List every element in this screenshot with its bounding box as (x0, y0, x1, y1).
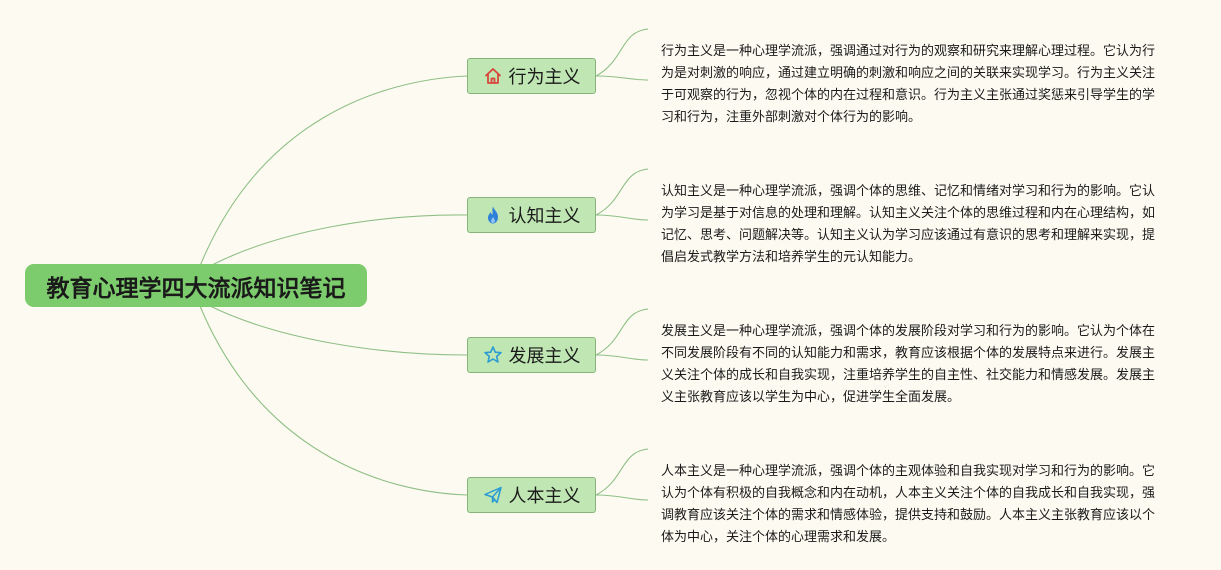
branch-behaviorism[interactable]: 行为主义 (467, 58, 596, 94)
connector-branch-4-note (595, 448, 649, 496)
branch-developmentalism[interactable]: 发展主义 (467, 337, 596, 373)
branch-note-humanism: 人本主义是一种心理学流派，强调个体的主观体验和自我实现对学习和行为的影响。它认为… (661, 464, 1156, 545)
star-icon (483, 345, 503, 365)
send-icon (483, 485, 503, 505)
connector-branch-1-note (595, 75, 649, 81)
connector-branch-2-note (595, 168, 649, 216)
connector-root-branch-1 (199, 75, 468, 267)
branch-note-cognitivism: 认知主义是一种心理学流派，强调个体的思维、记忆和情绪对学习和行为的影响。它认为学… (661, 184, 1156, 265)
connector-branch-2-note (595, 214, 649, 221)
home-icon (483, 66, 503, 86)
branch-note-behaviorism: 行为主义是一种心理学流派，强调通过对行为的观察和研究来理解心理过程。它认为行为是… (661, 44, 1156, 125)
connector-branch-3-note (595, 354, 649, 361)
connector-root-branch-3 (209, 305, 468, 356)
root-topic-title: 教育心理学四大流派知识笔记 (46, 275, 346, 302)
connector-root-branch-4 (199, 305, 468, 496)
fire-icon (483, 205, 503, 225)
branch-note-developmentalism: 发展主义是一种心理学流派，强调个体的发展阶段对学习和行为的影响。它认为个体在不同… (661, 324, 1156, 405)
branch-label: 发展主义 (508, 346, 581, 367)
root-topic[interactable]: 教育心理学四大流派知识笔记 (25, 264, 367, 307)
connector-branch-4-note (595, 494, 649, 501)
connector-branch-1-note (595, 28, 649, 77)
branch-label: 认知主义 (508, 206, 581, 227)
branch-humanism[interactable]: 人本主义 (467, 477, 596, 513)
branch-label: 行为主义 (508, 67, 581, 88)
connector-branch-3-note (595, 308, 649, 356)
branch-label: 人本主义 (508, 486, 581, 507)
connector-root-branch-2 (209, 214, 468, 267)
branch-cognitivism[interactable]: 认知主义 (467, 197, 596, 233)
